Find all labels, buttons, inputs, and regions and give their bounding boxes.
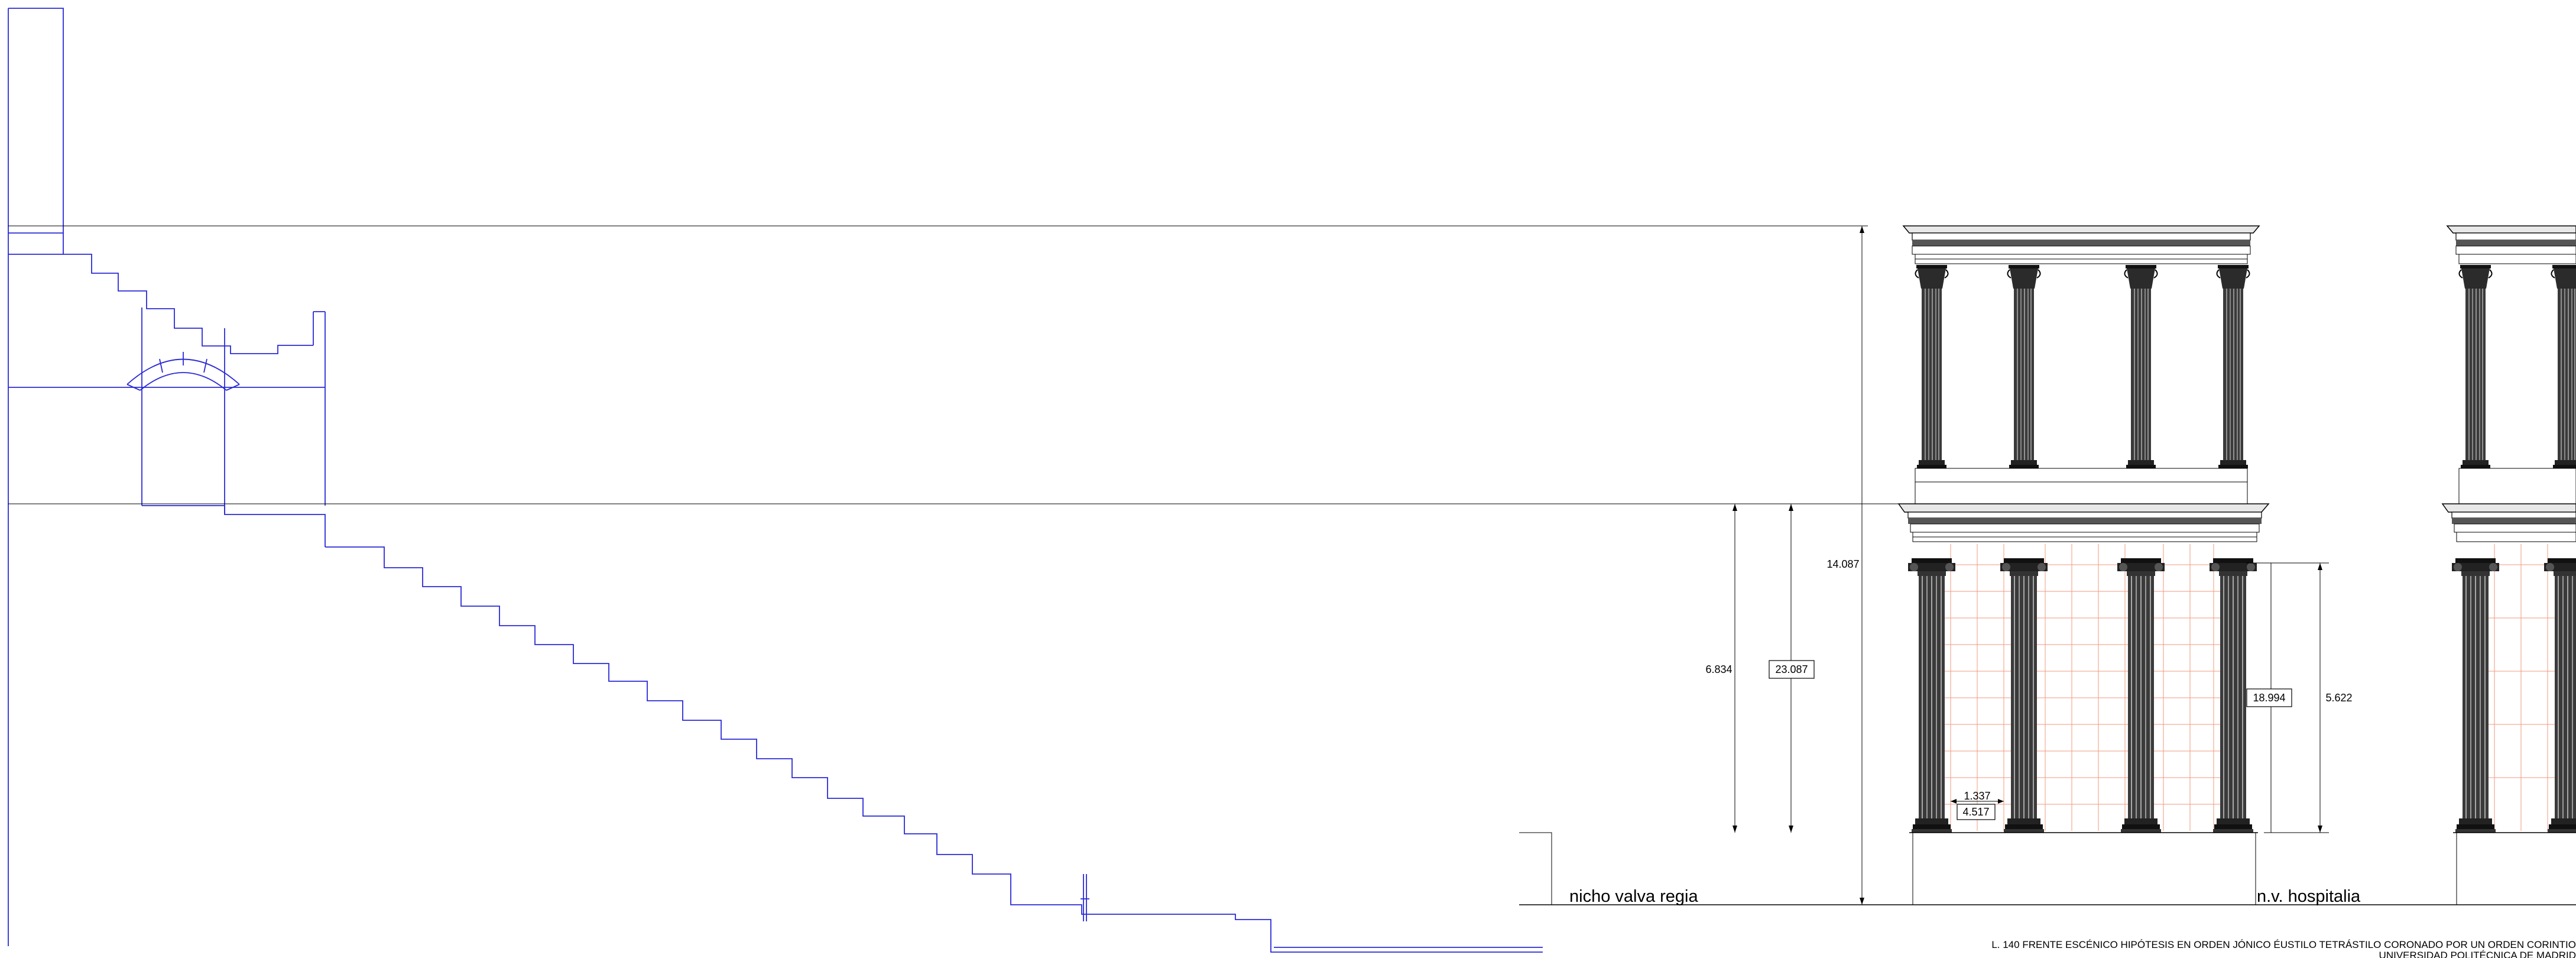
column-height-dim: 5.622 — [2325, 692, 2352, 704]
intercolumn-dim: 1.337 — [1964, 790, 1990, 802]
caption-title: L. 140 FRENTE ESCÉNICO HIPÓTESIS EN ORDE… — [1991, 939, 2576, 950]
scaenae-frons-elevation-2 — [2441, 225, 2576, 905]
reference-lines — [8, 225, 2576, 905]
cavea-section — [8, 8, 1543, 953]
niche-label: nicho valva regia — [1569, 887, 1698, 906]
lower-order-height-dim: 6.834 — [1705, 664, 1732, 675]
caption-institution: UNIVERSIDAD POLITÉCNICA DE MADRID — [2379, 950, 2576, 958]
hospitalia-label: n.v. hospitalia — [2257, 887, 2361, 906]
dimension-lines — [1726, 226, 2329, 905]
intercolumn-boxed-dim: 4.517 — [1962, 806, 1989, 818]
overall-height-dim: 14.087 — [1826, 558, 1859, 570]
scaenae-frons-elevation — [1897, 225, 2270, 905]
column-boxed-dim: 18.994 — [2253, 692, 2285, 704]
lower-order-boxed-dim: 23.087 — [1775, 664, 1808, 675]
